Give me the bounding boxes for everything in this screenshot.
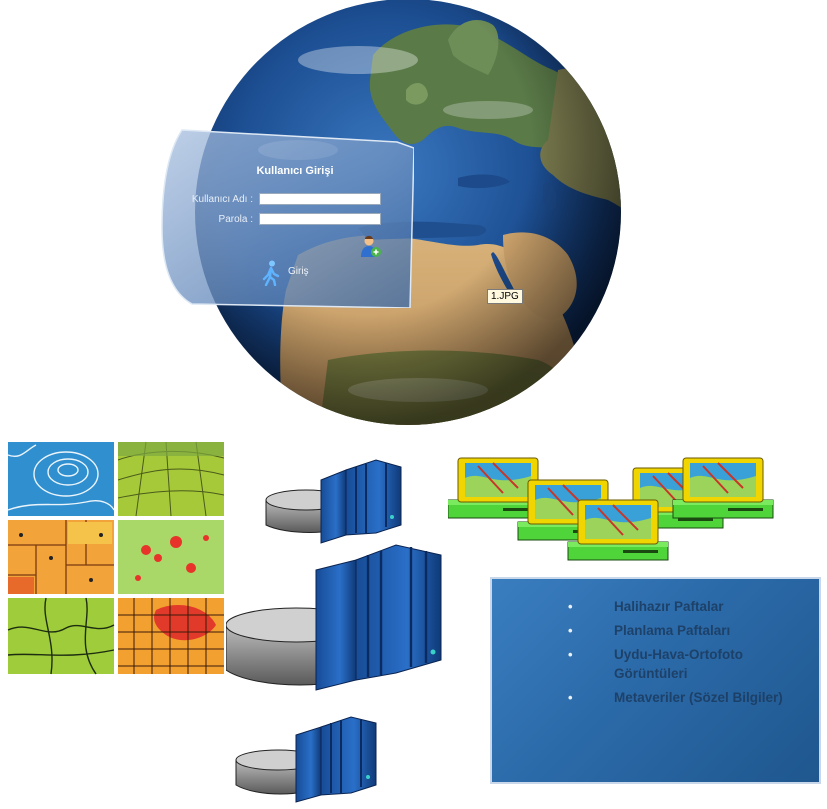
list-item-text: Planlama Paftaları — [614, 623, 731, 638]
servers-illustration — [226, 459, 442, 803]
info-list: •Halihazır Paftalar •Planlama Paftaları … — [492, 597, 819, 712]
list-item: • Metaveriler (Sözel Bilgiler) — [492, 688, 819, 707]
walking-person-icon[interactable] — [262, 260, 280, 286]
file-tooltip: 1.JPG — [487, 289, 523, 304]
password-field[interactable] — [259, 213, 381, 225]
bullet-icon: • — [568, 623, 573, 638]
list-item: • Uydu-Hava-Ortofoto Görüntüleri — [492, 645, 819, 683]
info-box: •Halihazır Paftalar •Planlama Paftaları … — [490, 577, 821, 784]
bullet-icon: • — [568, 690, 573, 705]
login-title: Kullanıcı Girişi — [256, 165, 334, 177]
bullet-icon: • — [568, 599, 573, 614]
list-item: • Planlama Paftaları — [492, 621, 819, 640]
list-item-text: Uydu-Hava-Ortofoto Görüntüleri — [614, 647, 743, 681]
bullet-icon: • — [568, 647, 573, 662]
password-label: Parola : — [218, 214, 253, 225]
computers-illustration — [448, 457, 774, 561]
list-item-text: Halihazır Paftalar — [614, 599, 724, 614]
list-item: • Halihazır Paftalar — [492, 597, 819, 616]
list-item-text: Metaveriler (Sözel Bilgiler) — [614, 690, 783, 705]
user-add-icon[interactable] — [359, 235, 383, 259]
username-label: Kullanıcı Adı : — [191, 194, 253, 205]
username-field[interactable] — [259, 193, 381, 205]
login-button-label[interactable]: Giriş — [288, 266, 309, 277]
map-tiles-illustration — [6, 440, 226, 676]
